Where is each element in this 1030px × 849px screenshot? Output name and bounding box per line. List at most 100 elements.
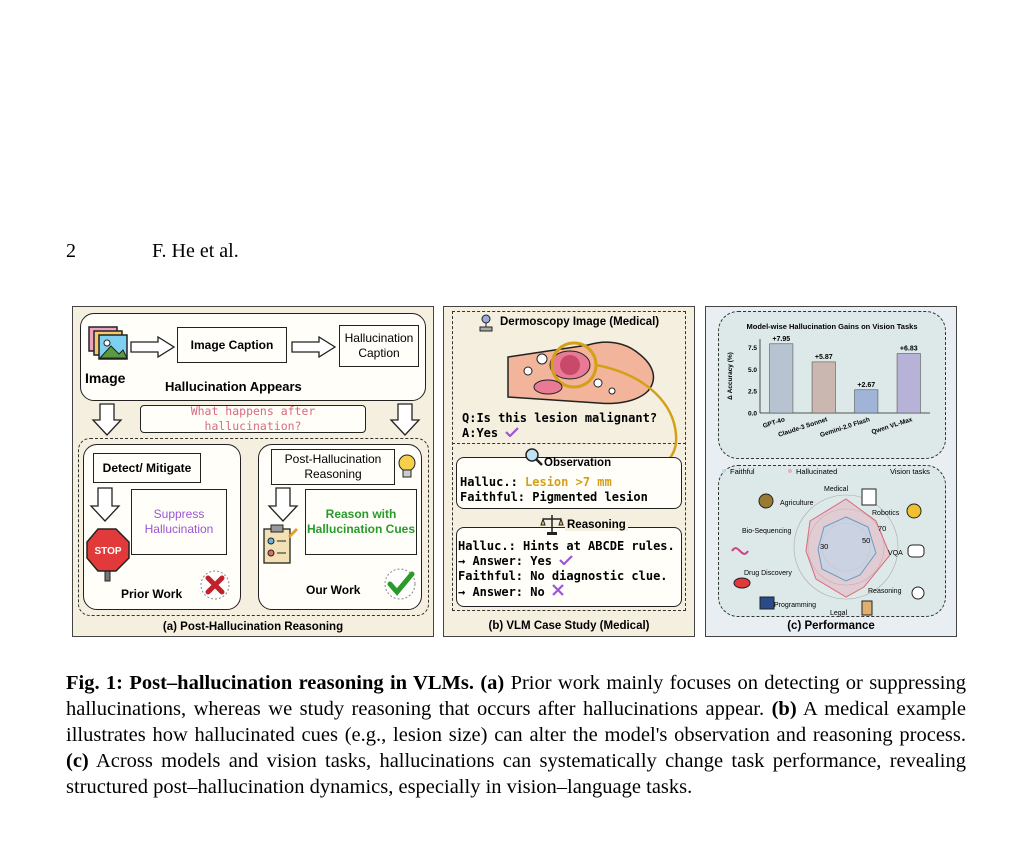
agriculture-icon — [758, 493, 774, 509]
figure-caption: Fig. 1: Post–hallucination reasoning in … — [66, 670, 966, 800]
checkmark-icon — [384, 568, 416, 600]
checkmark-icon — [559, 555, 573, 566]
panel-b-caption: (b) VLM Case Study (Medical) — [488, 620, 650, 632]
reasoning-halluc: Halluc.: Hints at ABCDE rules. — [458, 539, 675, 553]
bar-chart-ylabel: Δ Accuracy (%) — [727, 352, 734, 400]
reasoning-label: Reasoning — [565, 519, 628, 531]
x-tick-label: Qwen VL-Max — [871, 416, 914, 436]
our-work-label: Our Work — [306, 583, 361, 597]
legend-hallucinated-marker — [788, 469, 792, 473]
panel-c-caption: (c) Performance — [787, 620, 875, 632]
medical-icon — [861, 488, 877, 506]
figure-caption-a-text: Prior work mainly focuses on detecting o… — [66, 672, 966, 720]
bar — [811, 361, 836, 414]
x-tick-label: GPT-4o — [762, 416, 786, 430]
cross-icon — [200, 570, 230, 600]
radar-faithful-area — [817, 516, 877, 582]
answer-text: A:Yes — [462, 426, 520, 440]
y-tick-label: 5.0 — [748, 367, 757, 374]
arrow-down-icon — [91, 403, 123, 436]
axis-robotics: Robotics — [872, 510, 900, 517]
panel-b: Dermoscopy Image (Medical) Q:Is this les… — [443, 306, 695, 637]
axis-programming: Programming — [774, 602, 816, 609]
image-caption-box: Image Caption — [177, 327, 287, 363]
reasoning-box — [456, 527, 682, 607]
arrow-down-icon — [389, 403, 421, 436]
reasoning-answer-yes: → Answer: Yes — [458, 554, 573, 568]
question-text: Q:Is this lesion malignant? — [462, 411, 658, 425]
observation-halluc: Halluc.: Lesion >7 mm — [460, 475, 612, 489]
comparison-container — [78, 438, 429, 616]
y-tick-label: 7.5 — [748, 345, 757, 352]
chat-question-icon — [907, 544, 925, 558]
y-tick-label: 2.5 — [748, 389, 757, 396]
image-label: Image — [85, 370, 126, 386]
reasoning-faithful: Faithful: No diagnostic clue. — [458, 569, 668, 583]
answer-yes-label: → Answer: Yes — [458, 554, 552, 568]
figure-caption-b-tag: (b) — [771, 698, 797, 720]
arrow-right-icon — [130, 336, 176, 358]
dna-icon — [731, 547, 749, 555]
question-box: What happens after hallucination? — [140, 404, 366, 433]
panel-a-caption: (a) Post-Hallucination Reasoning — [162, 621, 344, 633]
clipboard-icon — [263, 524, 299, 564]
hallucination-appears-label: Hallucination Appears — [165, 379, 302, 394]
bar-value-label: +2.67 — [857, 382, 875, 389]
y-tick-label: 0.0 — [748, 411, 757, 418]
axis-bio-sequencing: Bio-Sequencing — [742, 528, 792, 535]
magnifier-icon — [525, 448, 543, 466]
lightbulb-icon — [398, 454, 416, 478]
legend-hallucinated: Hallucinated — [796, 467, 837, 476]
case-study-container — [452, 311, 686, 611]
detect-mitigate-box: Detect/ Mitigate — [93, 453, 201, 483]
bar — [769, 343, 794, 414]
axis-agriculture: Agriculture — [780, 500, 814, 507]
axis-legal: Legal — [830, 610, 848, 617]
bar-value-label: +7.95 — [772, 336, 790, 343]
prior-work-label: Prior Work — [121, 587, 183, 601]
axis-reasoning: Reasoning — [868, 588, 902, 595]
bar-value-label: +6.83 — [900, 346, 918, 353]
observation-faithful: Faithful: Pigmented lesion — [460, 490, 648, 504]
axis-drug-discovery: Drug Discovery — [744, 570, 792, 577]
arm-lesion-illustration — [507, 341, 678, 481]
figure-caption-c-tag: (c) — [66, 750, 89, 772]
figure-caption-b-text: A medical example illustrates how halluc… — [66, 698, 967, 746]
arrow-down-icon — [267, 487, 299, 522]
scale-icon — [540, 515, 564, 535]
cross-icon — [552, 584, 564, 596]
halluc-value: Lesion >7 mm — [525, 475, 612, 489]
reasoning-answer-no: → Answer: No — [458, 584, 564, 599]
bar — [896, 353, 921, 414]
halluc-label: Halluc.: — [460, 475, 518, 489]
ring-label-70: 70 — [878, 524, 886, 533]
panel-c: Model-wise Hallucination Gains on Vision… — [705, 306, 957, 637]
axis-vqa: VQA — [888, 550, 903, 557]
reasoning-icon — [911, 586, 925, 600]
divider — [452, 443, 686, 444]
dermoscopy-title: Dermoscopy Image (Medical) — [500, 316, 660, 328]
axis-medical: Medical — [824, 486, 849, 493]
observation-label: Observation — [544, 457, 612, 469]
microscope-icon — [479, 314, 493, 332]
figure-caption-a-tag: (a) — [480, 672, 505, 694]
observation-box — [456, 457, 682, 509]
figure-caption-label: Fig. 1: Post–hallucination reasoning in … — [66, 672, 474, 694]
gavel-icon — [861, 600, 873, 616]
stop-sign-icon: STOP — [86, 528, 130, 582]
ring-label-30: 30 — [820, 542, 828, 551]
page-number: 2 — [66, 240, 76, 262]
answer-label: A:Yes — [462, 426, 499, 440]
laptop-icon — [759, 596, 775, 610]
arrow-down-icon — [89, 487, 121, 522]
legend-faithful: Faithful — [730, 467, 755, 476]
radar-chart: Faithful Hallucinated Vision tasks 30 50… — [722, 467, 930, 617]
arrow-right-icon — [291, 336, 337, 358]
ring-label-50: 50 — [862, 536, 870, 545]
stop-sign-text: STOP — [94, 546, 121, 557]
pill-icon — [733, 577, 751, 589]
